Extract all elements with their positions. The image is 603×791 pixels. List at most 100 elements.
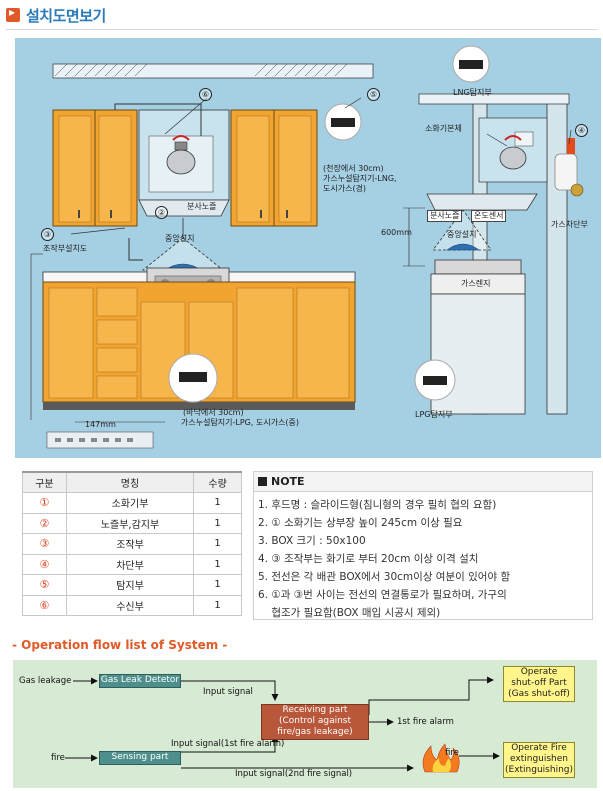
flame-icon bbox=[422, 743, 460, 773]
sensing-part-label: Sensing part bbox=[111, 752, 169, 762]
extinguish-line-2: extinguishen bbox=[510, 754, 568, 764]
label-nozzle-right: 분사노즐 bbox=[427, 210, 463, 222]
note-item: 3. BOX 크기 : 50x100 bbox=[258, 535, 366, 547]
receiving-line-3: fire/gas leakage) bbox=[277, 727, 353, 737]
marker-5: ⑤ bbox=[367, 88, 380, 101]
label-gas-shutoff: 가스차단부 bbox=[551, 220, 588, 229]
table-row: ④ 차단부 1 bbox=[22, 553, 242, 575]
row-qty: 1 bbox=[193, 553, 242, 575]
label-nozzle-left: 분사노즐 bbox=[187, 202, 217, 211]
arrow-bullet-icon bbox=[6, 5, 20, 22]
note-item: 1. 후드명 : 슬라이드형(침니형의 경우 필히 협의 요함) bbox=[258, 499, 497, 511]
row-name: 조작부 bbox=[65, 533, 195, 555]
label-input-signal-1st: Input signal(1st fire alarm) bbox=[171, 739, 285, 749]
label-floor-detector: 가스누설탐지기-LPG, 도시가스(중) bbox=[181, 418, 300, 427]
right-wall bbox=[546, 97, 568, 415]
label-input-signal: Input signal bbox=[203, 687, 253, 697]
extinguish-line-1: Operate Fire bbox=[511, 743, 567, 753]
receiving-part-box: Receiving part (Control against fire/gas… bbox=[261, 704, 369, 740]
shutoff-line-2: shut-off Part bbox=[511, 678, 567, 688]
row-qty: 1 bbox=[193, 533, 242, 555]
label-147mm: 147mm bbox=[85, 420, 116, 429]
label-600mm: 600mm bbox=[381, 228, 412, 237]
note-item: 5. 전선은 각 배관 BOX에서 30cm이상 여분이 있어야 함 bbox=[258, 571, 511, 583]
note-header: NOTE bbox=[254, 472, 592, 492]
fire-extinguisher-right bbox=[499, 135, 527, 170]
row-mark: ④ bbox=[22, 553, 67, 575]
sensing-part-box: Sensing part bbox=[99, 751, 181, 765]
label-center-left: 중앙설치 bbox=[165, 234, 195, 243]
installation-drawing: ⑥ ⑤ ② ③ ④ 분사노즐 중앙설치 조작부설치도 (천장에서 30cm) 가… bbox=[15, 38, 601, 458]
row-mark: ② bbox=[22, 512, 67, 534]
range-hood-right bbox=[426, 193, 538, 211]
label-ceiling-note: (천장에서 30cm) bbox=[323, 164, 384, 173]
operate-extinguish-box: Operate Fire extinguishen (Extinguishing… bbox=[503, 742, 575, 778]
title-bar: 설치도면보기 bbox=[6, 4, 597, 30]
row-qty: 1 bbox=[193, 492, 242, 514]
row-mark: ⑥ bbox=[22, 594, 67, 616]
label-fire-input: fire bbox=[51, 753, 65, 763]
row-name: 수신부 bbox=[65, 594, 195, 616]
note-item: 4. ③ 조작부는 화기로 부터 20cm 이상 이격 설치 bbox=[258, 553, 479, 565]
row-qty: 1 bbox=[193, 574, 242, 596]
receiving-line-1: Receiving part bbox=[282, 705, 348, 715]
label-control-install: 조작부설치도 bbox=[43, 244, 88, 253]
shutoff-line-1: Operate bbox=[520, 667, 558, 677]
marker-4: ④ bbox=[575, 124, 588, 137]
table-row: ⑤ 탐지부 1 bbox=[22, 574, 242, 596]
page-title: 설치도면보기 bbox=[26, 7, 106, 25]
shutoff-line-3: (Gas shut-off) bbox=[508, 689, 570, 699]
note-list: 1. 후드명 : 슬라이드형(침니형의 경우 필히 협의 요함) 2. ① 소화… bbox=[258, 496, 510, 622]
marker-2: ② bbox=[155, 206, 168, 219]
row-name: 소화기부 bbox=[65, 492, 195, 514]
label-floor-note: (바닥에서 30cm) bbox=[183, 408, 244, 417]
gas-shutoff-valve bbox=[554, 138, 584, 197]
row-mark: ⑤ bbox=[22, 574, 67, 596]
control-panel bbox=[46, 431, 154, 449]
row-mark: ③ bbox=[22, 533, 67, 555]
label-gas-range: 가스렌지 bbox=[461, 279, 491, 288]
note-item: 2. ① 소화기는 상부장 높이 245cm 이상 필요 bbox=[258, 517, 463, 529]
parts-table: 구분 명칭 수량 ① 소화기부 1 ② 노즐부,감지부 1 ③ 조작부 1 ④ … bbox=[22, 471, 242, 616]
flow-arrows bbox=[65, 676, 500, 773]
label-temp-sensor: 온도센서 bbox=[471, 210, 507, 222]
label-fire-output: fire bbox=[445, 748, 459, 758]
label-ceiling-city: 도시가스(경) bbox=[323, 184, 367, 193]
marker-3: ③ bbox=[41, 228, 54, 241]
gas-leak-detector-box: Gas Leak Detetor bbox=[99, 674, 181, 688]
row-name: 노즐부,감지부 bbox=[65, 512, 195, 534]
square-bullet-icon bbox=[258, 477, 267, 486]
note-title: NOTE bbox=[271, 475, 305, 488]
row-qty: 1 bbox=[193, 512, 242, 534]
row-name: 차단부 bbox=[65, 553, 195, 575]
label-lng: LNG탐지부 bbox=[453, 88, 492, 97]
col-category: 구분 bbox=[22, 471, 67, 493]
table-row: ③ 조작부 1 bbox=[22, 533, 242, 555]
row-name: 탐지부 bbox=[65, 574, 195, 596]
label-center-right: 중앙설치 bbox=[447, 230, 477, 239]
label-extinguisher-body: 소화기본체 bbox=[425, 124, 462, 133]
spray-cone-right bbox=[432, 209, 492, 251]
note-box: NOTE 1. 후드명 : 슬라이드형(침니형의 경우 필히 협의 요함) 2.… bbox=[253, 471, 593, 620]
row-mark: ① bbox=[22, 492, 67, 514]
operate-shutoff-box: Operate shut-off Part (Gas shut-off) bbox=[503, 666, 575, 702]
gas-leak-detector-label: Gas Leak Detetor bbox=[100, 675, 180, 685]
table-row: ② 노즐부,감지부 1 bbox=[22, 512, 242, 534]
marker-6: ⑥ bbox=[199, 88, 212, 101]
label-gas-leakage: Gas leakage bbox=[19, 676, 72, 686]
table-row: ① 소화기부 1 bbox=[22, 492, 242, 514]
kitchen-illustration bbox=[30, 45, 584, 449]
operation-flow-diagram: Gas leakage Gas Leak Detetor Input signa… bbox=[13, 660, 597, 788]
note-item: 협조가 필요함(BOX 매입 시공시 제외) bbox=[258, 607, 441, 619]
label-lpg: LPG탐지부 bbox=[415, 410, 453, 419]
extinguish-line-3: (Extinguishing) bbox=[505, 765, 573, 775]
label-ceiling-detector: 가스누설탐지기-LNG, bbox=[323, 174, 397, 183]
row-qty: 1 bbox=[193, 594, 242, 616]
col-qty: 수량 bbox=[193, 471, 242, 493]
fire-extinguisher-left bbox=[166, 135, 196, 175]
note-item: 6. ①과 ③번 사이는 전선의 연결통로가 필요하며, 가구의 bbox=[258, 589, 507, 601]
receiving-line-2: (Control against bbox=[278, 716, 352, 726]
col-name: 명칭 bbox=[65, 471, 195, 493]
table-header-row: 구분 명칭 수량 bbox=[22, 471, 242, 493]
label-input-signal-2nd: Input signal(2nd fire signal) bbox=[235, 769, 353, 779]
